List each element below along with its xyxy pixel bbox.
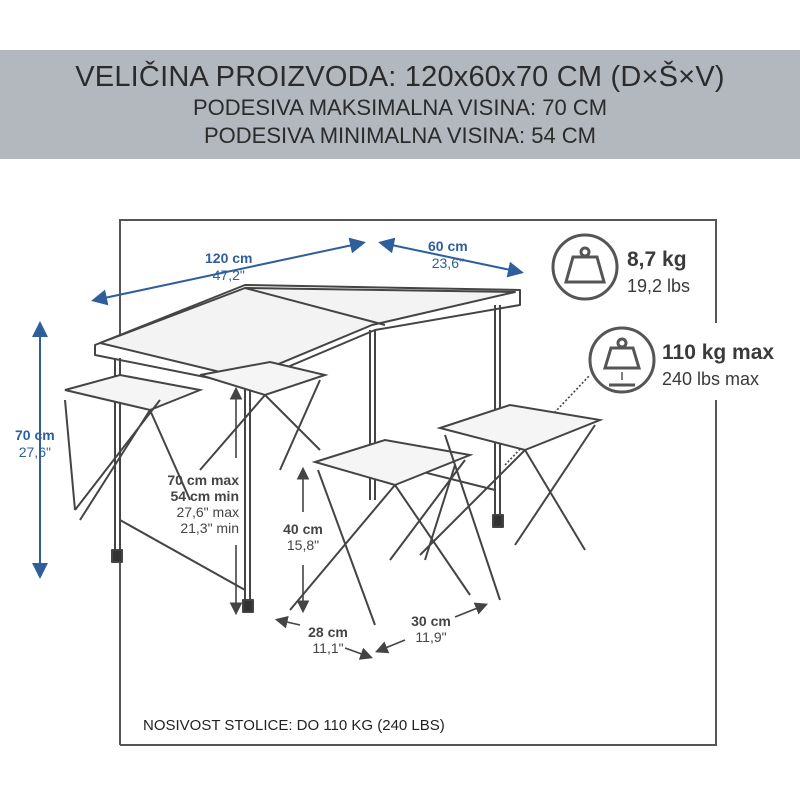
stool-depth-in: 11,1" (312, 640, 344, 656)
weight-kg: 8,7 kg (627, 248, 687, 271)
dimension-arrows (32, 237, 524, 579)
weight-icon (551, 233, 619, 301)
width-cm: 60 cm (428, 238, 468, 254)
adj-max-in: 27,6" max (176, 504, 239, 520)
adj-min-cm: 54 cm min (170, 488, 239, 504)
load-label: 110 kg max 240 lbs max (662, 341, 774, 393)
length-cm: 120 cm (205, 250, 253, 266)
width-in: 23,6" (431, 255, 464, 271)
stool-height-cm: 40 cm (283, 521, 323, 537)
min-height-text: PODESIVA MINIMALNA VISINA: 54 CM (203, 123, 597, 148)
load-kg: 110 kg max (662, 341, 775, 364)
max-height-text: PODESIVA MAKSIMALNA VISINA: 70 CM (192, 95, 608, 120)
load-lbs: 240 lbs max (662, 369, 760, 389)
stool-capacity-note: NOSIVOST STOLICE: DO 110 KG (240 LBS) (143, 717, 445, 734)
stools (64, 360, 604, 626)
stool-height-in: 15,8" (286, 537, 320, 553)
stool-width-in: 11,9" (415, 629, 447, 645)
stool-back-left (64, 373, 204, 521)
weight-label: 8,7 kg 19,2 lbs (627, 248, 690, 300)
stool-front (289, 438, 474, 626)
adj-max-cm: 70 cm max (167, 472, 239, 488)
adj-min-in: 21,3" min (180, 520, 239, 536)
product-size-title: VELIČINA PROIZVODA: 120x60x70 CM (D×Š×V) (75, 61, 725, 93)
table (94, 284, 521, 613)
load-weight-icon (588, 326, 656, 394)
length-in: 47,2" (212, 267, 245, 283)
weight-lbs: 19,2 lbs (627, 276, 691, 296)
header-banner: VELIČINA PROIZVODA: 120x60x70 CM (D×Š×V)… (0, 50, 800, 159)
height-in: 27,6" (18, 444, 51, 460)
adjustable-height-label: 70 cm max 54 cm min 27,6" max 21,3" min (163, 472, 239, 536)
stool-right (419, 403, 604, 601)
height-cm: 70 cm (15, 427, 55, 443)
stool-back-mid (199, 360, 329, 471)
stool-depth-cm: 28 cm (308, 624, 348, 640)
stool-width-cm: 30 cm (411, 613, 451, 629)
